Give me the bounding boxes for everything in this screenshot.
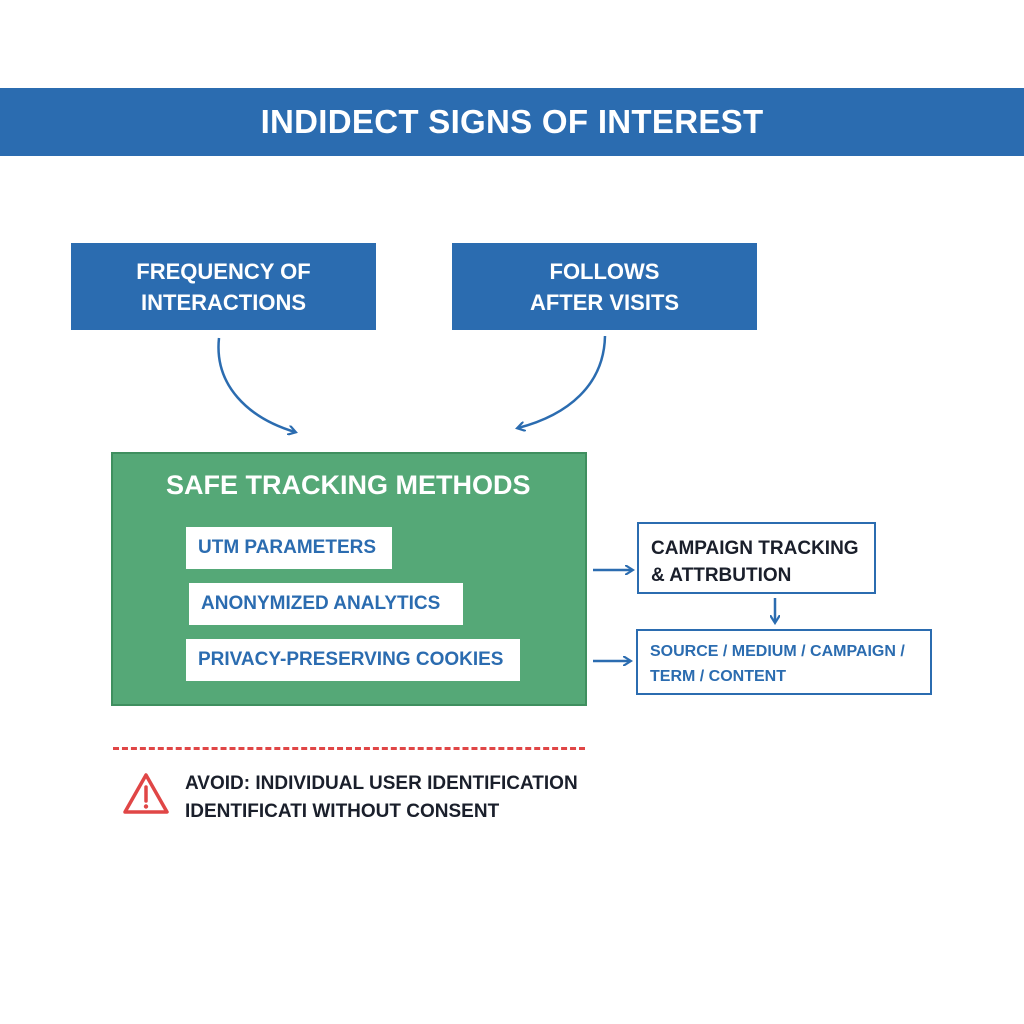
method-utm-parameters: UTM PARAMETERS	[186, 527, 392, 569]
header-banner: INDIDECT SIGNS OF INTEREST	[0, 88, 1024, 156]
warning-line1: AVOID: INDIVIDUAL USER IDENTIFICATION	[185, 773, 578, 794]
arrow-follows-to-safe	[518, 335, 607, 428]
method-privacy-cookies: PRIVACY-PRESERVING COOKIES	[186, 639, 520, 681]
utm-fields-line2: TERM / CONTENT	[650, 668, 786, 685]
signal-follows-line2: AFTER VISITS	[529, 289, 680, 315]
warning-line2: IDENTIFICATI WITHOUT CONSENT	[185, 801, 500, 822]
signal-frequency-line2: INTERACTIONS	[141, 289, 306, 315]
campaign-line2: & ATTRBUTION	[651, 565, 792, 586]
dashed-divider	[113, 747, 585, 750]
page-title: INDIDECT SIGNS OF INTEREST	[260, 103, 764, 140]
signal-follows-line1: FOLLOWS	[549, 258, 660, 284]
safe-tracking-panel: SAFE TRACKING METHODS UTM PARAMETERS ANO…	[111, 452, 587, 706]
safe-tracking-title: SAFE TRACKING METHODS	[166, 470, 531, 500]
method-anonymized-analytics: ANONYMIZED ANALYTICS	[189, 583, 463, 625]
arrow-frequency-to-safe	[217, 337, 295, 432]
campaign-tracking-box: CAMPAIGN TRACKING & ATTRBUTION	[637, 522, 876, 594]
utm-fields-line1: SOURCE / MEDIUM / CAMPAIGN /	[650, 643, 905, 660]
signal-frequency-line1: FREQUENCY OF	[136, 258, 311, 284]
warning-triangle-icon	[123, 773, 169, 814]
warning-message: AVOID: INDIVIDUAL USER IDENTIFICATION ID…	[185, 770, 578, 826]
signal-box-follows: FOLLOWS AFTER VISITS	[452, 243, 757, 330]
campaign-line1: CAMPAIGN TRACKING	[651, 538, 859, 559]
utm-fields-box: SOURCE / MEDIUM / CAMPAIGN / TERM / CONT…	[636, 629, 932, 695]
signal-box-frequency: FREQUENCY OF INTERACTIONS	[71, 243, 376, 330]
